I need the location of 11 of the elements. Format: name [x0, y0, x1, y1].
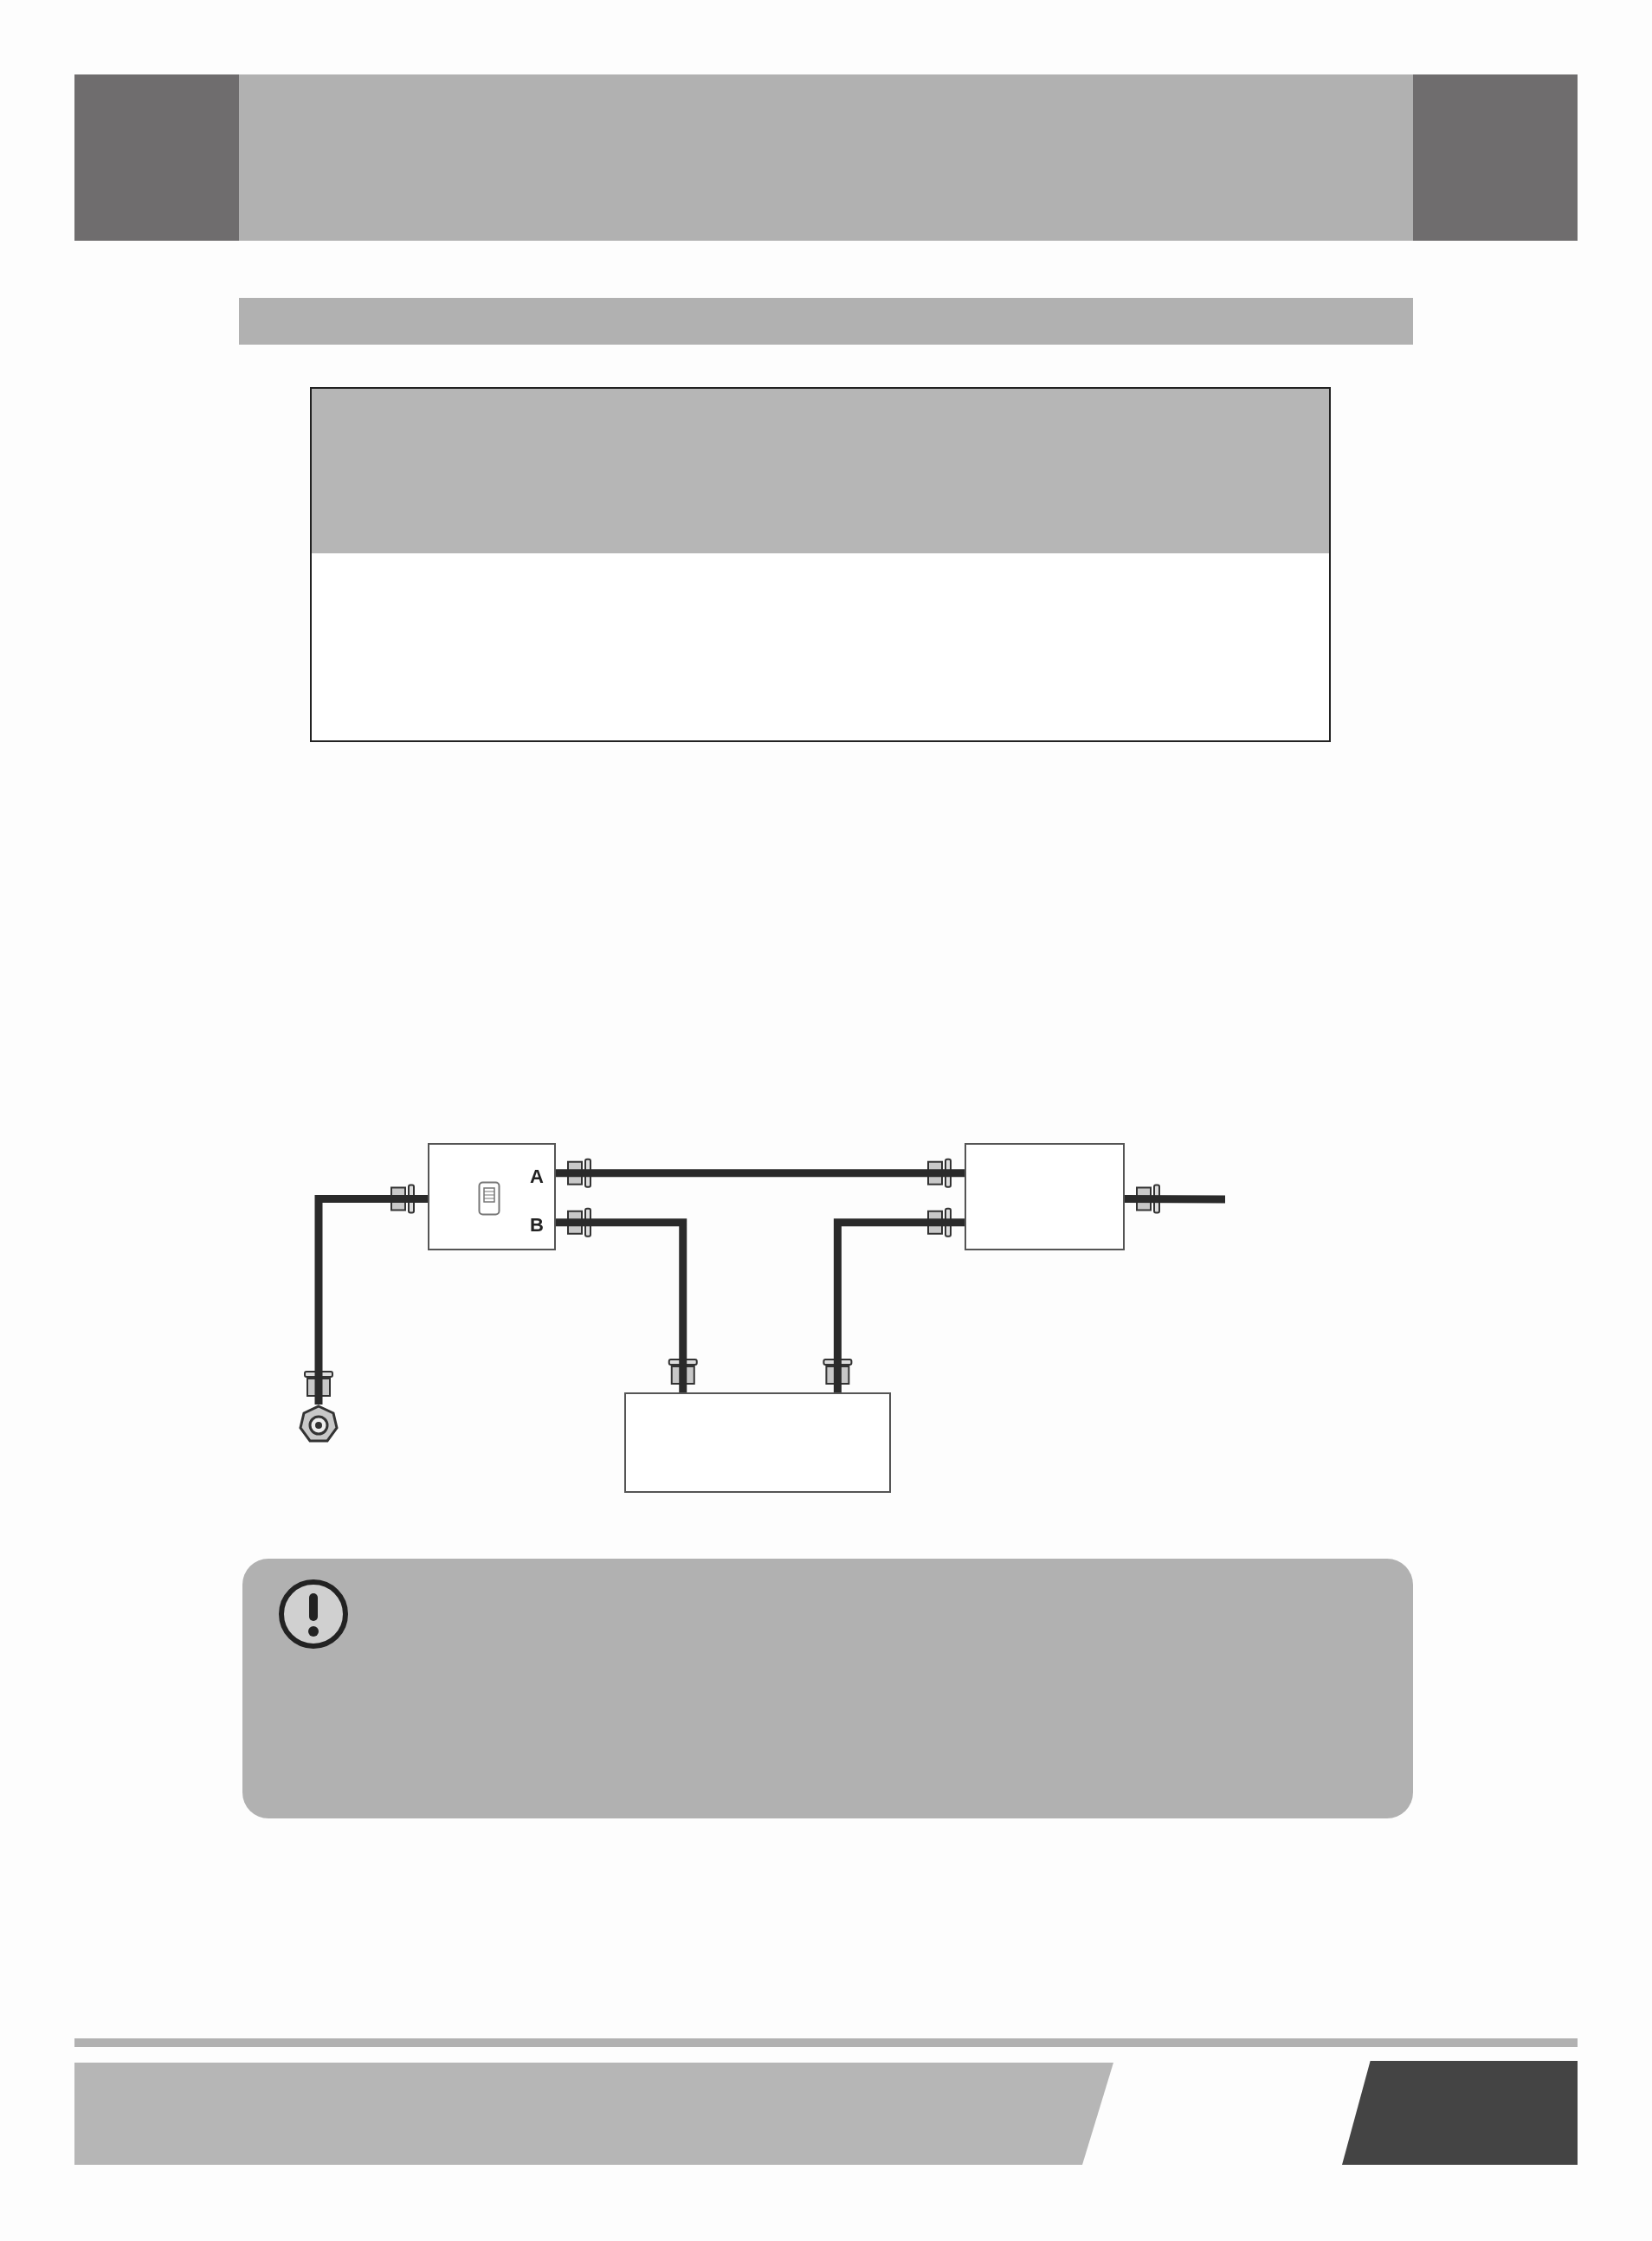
pipe-line: [556, 1218, 687, 1392]
unit-box: [624, 1392, 891, 1493]
pipe-line: [833, 1218, 965, 1392]
unit-box: [965, 1143, 1125, 1250]
unit-box: [428, 1143, 556, 1250]
port-label: B: [530, 1216, 544, 1235]
pipe-line: [1125, 1195, 1225, 1204]
pipe-line: [314, 1195, 428, 1405]
port-label: A: [530, 1167, 544, 1186]
fitting-nut: [299, 1405, 339, 1444]
pipe-line: [556, 1169, 965, 1178]
